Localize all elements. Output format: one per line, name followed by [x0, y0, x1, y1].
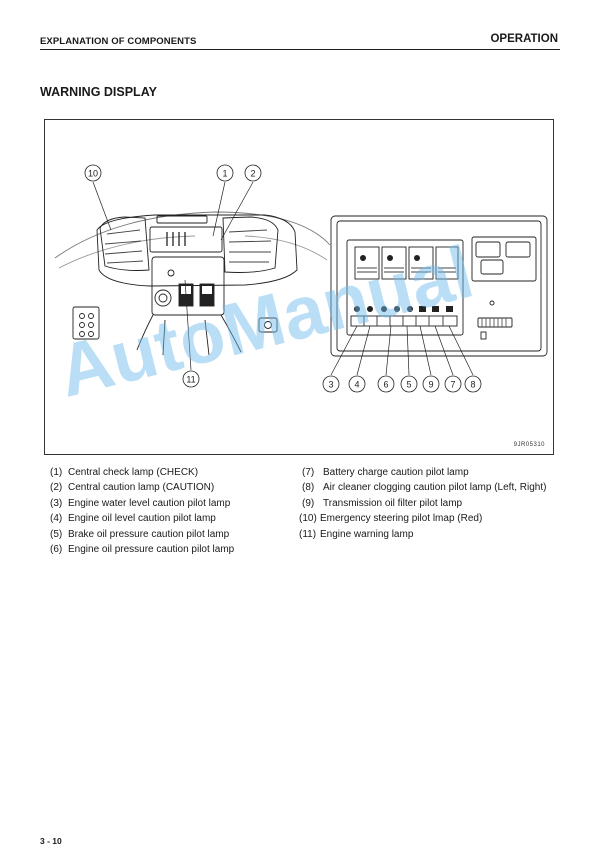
legend-right-list: (7) Battery charge caution pilot lamp (8)… [299, 465, 546, 542]
legend-item-number: (6) [50, 544, 63, 556]
legend-item: (3) Engine water level caution pilot lamp [50, 496, 234, 511]
callout-5 [400, 375, 418, 393]
legend-item-number: (4) [50, 513, 63, 525]
callout-8-label: 8 [470, 380, 475, 390]
legend-item-text: Engine oil pressure caution pilot lamp [68, 544, 235, 556]
legend-item-text: Brake oil pressure caution pilot lamp [68, 528, 230, 540]
callout-10 [84, 164, 102, 182]
callout-6 [377, 375, 395, 393]
dashboard-illustration [54, 211, 331, 356]
callout-1-label: 1 [222, 169, 227, 179]
warning-display-figure: 10 1 2 11 [44, 119, 554, 455]
legend-item-number: (8) [302, 482, 315, 494]
legend-item-number: (1) [50, 467, 63, 478]
callout-2-label: 2 [250, 169, 255, 179]
callout-6-label: 6 [383, 380, 388, 390]
legend-item-number: (5) [50, 528, 63, 540]
legend-item-text: Transmission oil filter pilot lamp [323, 497, 463, 509]
legend-item-number: (9) [302, 497, 315, 509]
legend-item-text: Battery charge caution pilot lamp [323, 467, 469, 478]
callout-9 [422, 375, 440, 393]
legend-item-number: (7) [302, 467, 315, 478]
callout-1 [216, 164, 234, 182]
legend-item-number: (3) [50, 497, 63, 509]
callout-11 [182, 370, 200, 388]
legend-item-number: (11) [299, 528, 317, 540]
callout-11-label: 11 [186, 375, 195, 385]
legend-item-text: Central caution lamp (CAUTION) [68, 482, 215, 494]
legend-item-text: Central check lamp (CHECK) [68, 467, 199, 478]
callout-9-label: 9 [428, 380, 433, 390]
warning-panel-illustration [330, 215, 548, 357]
header-section-name: EXPLANATION OF COMPONENTS [40, 36, 197, 47]
legend-item-text: Engine warning lamp [320, 528, 414, 540]
callout-8 [464, 375, 482, 393]
legend-item: (5) Brake oil pressure caution pilot lamp [50, 527, 234, 542]
legend-item-number: (2) [50, 482, 63, 494]
callout-4-label: 4 [354, 380, 359, 390]
header-rule [40, 49, 560, 50]
figure-code: 9JR05310 [513, 442, 545, 448]
legend-item: (8) Air cleaner clogging caution pilot la… [302, 480, 546, 495]
panel-lamp-symbols [354, 255, 453, 312]
legend-item-number: (10) [299, 513, 317, 525]
callout-7 [444, 375, 462, 393]
legend-item: (6) Engine oil pressure caution pilot lam… [50, 542, 234, 557]
legend-item: (1) Central check lamp (CHECK) [50, 465, 234, 480]
legend-item: (10)Emergency steering pilot lmap (Red) [299, 511, 546, 526]
figure-illustration: 10 1 2 11 [54, 164, 548, 393]
legend-item: (9) Transmission oil filter pilot lamp [302, 496, 546, 511]
legend-item-text: Emergency steering pilot lmap (Red) [320, 513, 483, 525]
callout-2 [244, 164, 262, 182]
callout-10-label: 10 [88, 169, 98, 179]
dashboard-leaders [92, 181, 254, 371]
panel-leaders [330, 325, 474, 376]
legend-item-text: Engine oil level caution pilot lamp [68, 513, 216, 525]
page-number: 3 - 10 [40, 836, 62, 846]
header-chapter-name: OPERATION [490, 33, 558, 45]
section-title: WARNING DISPLAY [40, 85, 157, 99]
dashboard-callout-circles [84, 164, 262, 388]
callout-4 [348, 375, 366, 393]
callout-3 [322, 375, 340, 393]
legend-item-text: Air cleaner clogging caution pilot lamp … [323, 482, 547, 494]
legend-left-list: (1) Central check lamp (CHECK) (2) Central… [50, 465, 234, 557]
callout-3-label: 3 [328, 380, 333, 390]
callout-5-label: 5 [406, 380, 411, 390]
legend-item: (11)Engine warning lamp [299, 527, 546, 542]
legend-item: (2) Central caution lamp (CAUTION) [50, 480, 234, 495]
legend-item-text: Engine water level caution pilot lamp [68, 497, 231, 509]
callout-7-label: 7 [450, 380, 455, 390]
legend-item: (4) Engine oil level caution pilot lamp [50, 511, 234, 526]
panel-callout-circles [322, 375, 482, 393]
legend-item: (7) Battery charge caution pilot lamp [302, 465, 546, 480]
